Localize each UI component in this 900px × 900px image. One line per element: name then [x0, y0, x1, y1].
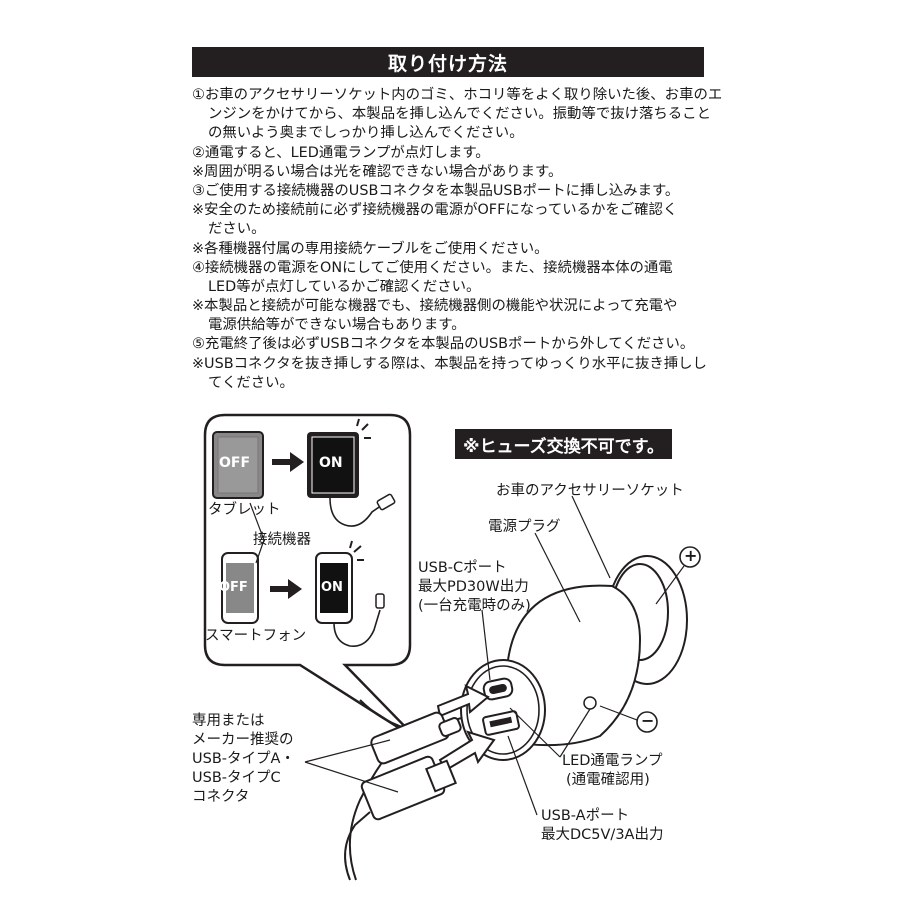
tablet-cable [329, 497, 383, 527]
connector-label-3: USB-タイプA・ [192, 751, 295, 767]
glow-icon [356, 418, 371, 439]
instructions-list: ①お車のアクセサリーソケット内のゴミ、ホコリ等をよく取り除いた後、お車のエンジン… [192, 86, 723, 393]
usba-label-2: 最大DC5V/3A出力 [541, 827, 664, 843]
insert-arrow-icon [436, 684, 490, 718]
instruction-line: ※各種機器付属の専用接続ケーブルをご使用ください。 [192, 240, 549, 257]
socket-label: お車のアクセサリーソケット [496, 483, 684, 499]
insert-arrow-icon-2 [438, 730, 496, 772]
tablet-on-label: ON [319, 455, 343, 471]
led-lamp [583, 696, 597, 710]
device-label: 接続機器 [253, 532, 311, 548]
connector-label-2: メーカー推奨の [192, 732, 294, 748]
instruction-line: ※周囲が明るい場合は光を確認できない場合があります。 [192, 163, 563, 180]
plug-label: 電源プラグ [488, 519, 561, 535]
led-label-2: (通電確認用) [566, 772, 650, 788]
phone-off-label: OFF [219, 580, 248, 595]
connector-label-1: 専用または [192, 713, 265, 729]
led-label-1: LED通電ランプ [562, 753, 663, 769]
section-title: 取り付け方法 [192, 47, 704, 77]
usb-c-connector [370, 711, 450, 765]
instruction-line: LED等が点灯しているかご確認ください。 [208, 278, 481, 295]
minus-symbol: − [641, 711, 655, 730]
usbc-label-1: USB-Cポート [418, 560, 507, 576]
phone-cable [333, 609, 381, 647]
usbc-label-3: (一台充電時のみ) [418, 598, 531, 614]
instruction-line: ①お車のアクセサリーソケット内のゴミ、ホコリ等をよく取り除いた後、お車のエ [192, 87, 723, 103]
instruction-line: ⑤充電終了後は必ずUSBコネクタを本製品のUSBポートから外してください。 [192, 336, 695, 353]
arrow-right-icon [272, 452, 304, 472]
instruction-line: ※安全のため接続前に必ず接続機器の電源がOFFになっているかをご確認く [192, 202, 678, 219]
usba-label-1: USB-Aポート [541, 808, 630, 824]
instruction-line: の無いよう奥までしっかり挿し込んでください。 [208, 125, 524, 142]
connector-label-5: コネクタ [192, 789, 250, 805]
arrow-right-icon-2 [270, 579, 302, 599]
connector-label-4: USB-タイプC [192, 770, 281, 786]
usbc-label-2: 最大PD30W出力 [418, 579, 529, 595]
instruction-line: ※本製品と接続が可能な機器でも、接続機器側の機能や状況によって充電や [192, 298, 678, 315]
instruction-line: 電源供給等ができない場合もあります。 [208, 317, 466, 334]
minus-icon [636, 711, 658, 733]
glow-icon-2 [349, 540, 364, 561]
plus-symbol: + [684, 546, 698, 565]
instruction-line: てください。 [208, 374, 294, 391]
instruction-line: ②通電すると、LED通電ランプが点灯します。 [192, 144, 490, 161]
instruction-line: ださい。 [208, 221, 266, 238]
tablet-label: タブレット [208, 502, 281, 518]
instruction-line: ンジンをかけてから、本製品を挿し込んでください。振動等で抜け落ちること [208, 106, 711, 123]
warning-banner: ※ヒューズ交換不可です。 [455, 429, 672, 459]
instruction-line: ③ご使用する接続機器のUSBコネクタを本製品USBポートに挿し込みます。 [192, 182, 680, 199]
plus-icon [679, 546, 701, 568]
phone-on-label: ON [321, 580, 343, 595]
instruction-line: ※USBコネクタを抜き挿しする際は、本製品を持ってゆっくり水平に抜き挿しし [192, 355, 707, 372]
smartphone-label: スマートフォン [205, 628, 307, 644]
tablet-off-label: OFF [219, 455, 251, 471]
instruction-line: ④接続機器の電源をONにしてご使用ください。また、接続機器本体の通電 [192, 259, 673, 276]
